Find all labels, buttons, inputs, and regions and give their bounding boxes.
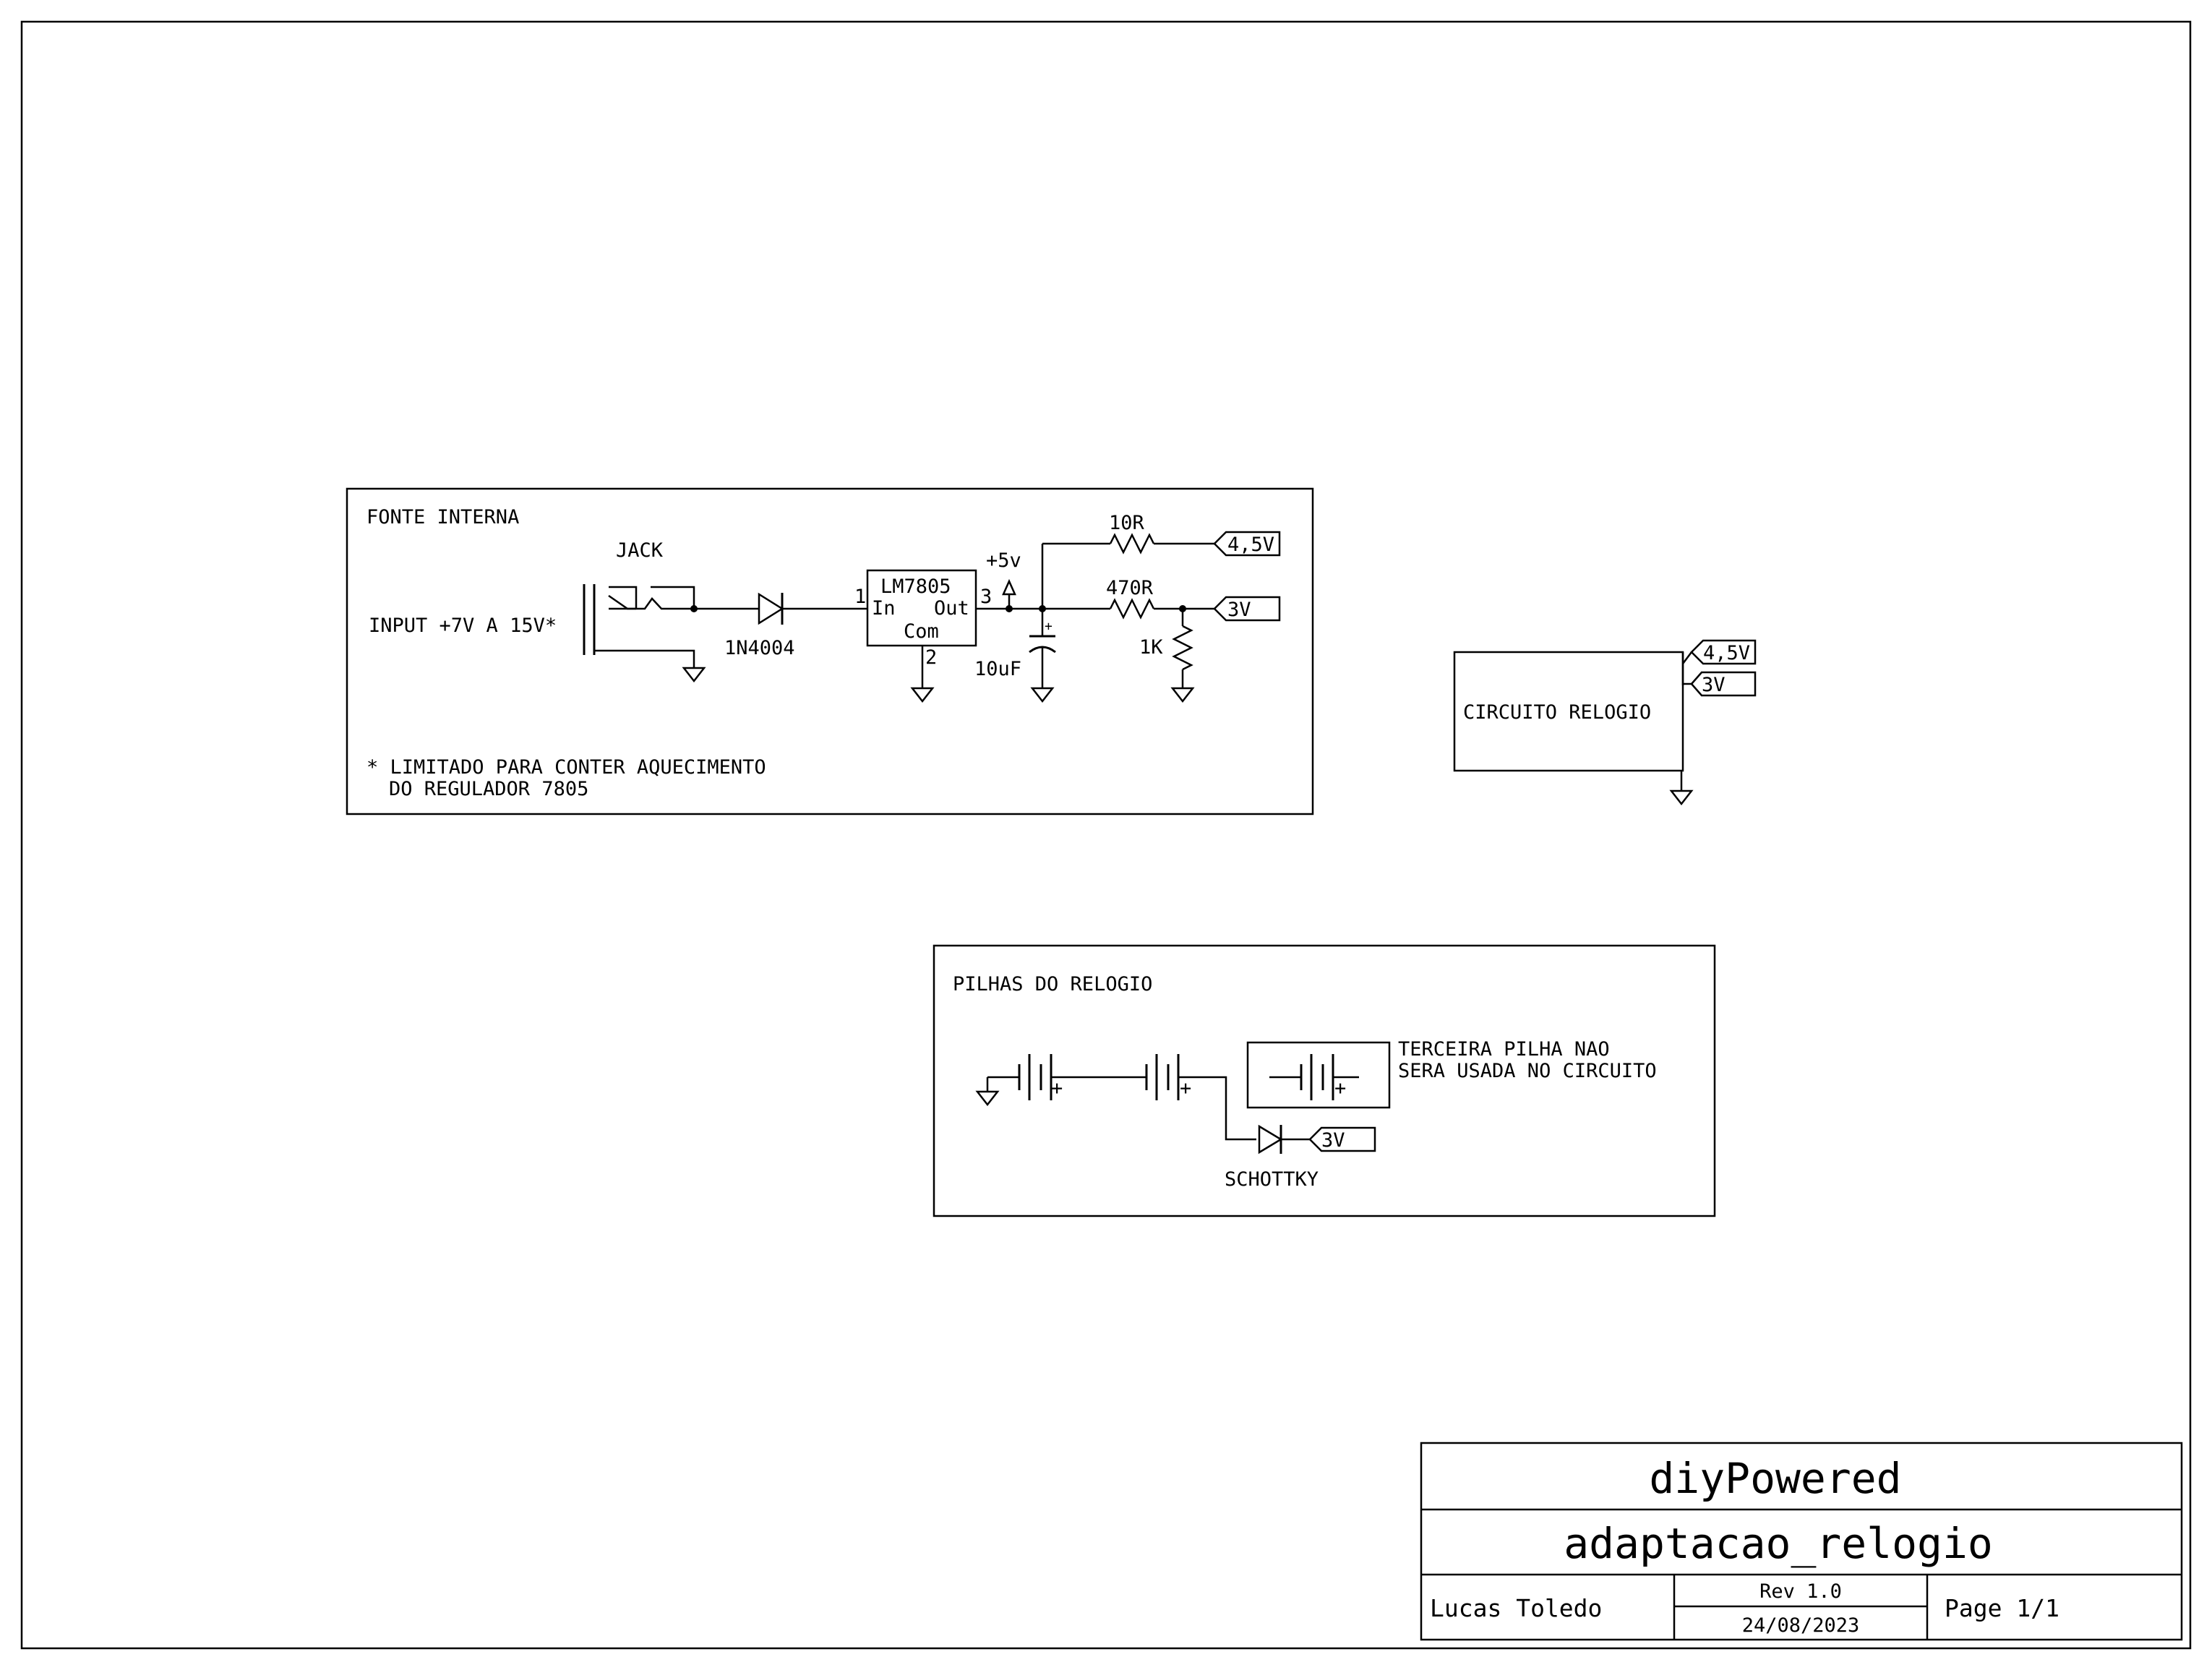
pilhas-title: PILHAS DO RELOGIO	[953, 973, 1152, 995]
capacitor-polarity: +	[1045, 619, 1053, 634]
regulator-name: LM7805	[880, 575, 951, 598]
sheet-border	[20, 20, 2192, 1650]
battery-2-plus: +	[1180, 1077, 1191, 1100]
net-label-4v5: 4,5V	[1690, 639, 1757, 665]
ground-icon	[682, 667, 706, 683]
circuito-relogio-box	[1453, 651, 1684, 772]
battery-2-symbol	[1145, 1054, 1180, 1100]
regulator-pin-out: Out	[934, 597, 969, 620]
battery-1-symbol	[1018, 1054, 1053, 1100]
schottky-label: SCHOTTKY	[1225, 1168, 1319, 1191]
title-block-frame	[1420, 1442, 2183, 1641]
jack-label: JACK	[616, 539, 664, 562]
resistor-1k-label: 1K	[1139, 636, 1163, 659]
battery-3-symbol	[1300, 1054, 1334, 1100]
section-circuito-relogio: CIRCUITO RELOGIO 4,5V 3V	[1453, 639, 1757, 806]
resistor-10r-label: 10R	[1109, 512, 1145, 534]
net-label-3v: 3V	[1213, 596, 1281, 622]
section-fonte-interna: FONTE INTERNA INPUT +7V A 15V* JACK 1N40…	[346, 487, 1314, 815]
regulator-pin-in: In	[872, 597, 896, 620]
diode-symbol	[758, 592, 784, 625]
net-label-3v: 3V	[1308, 1126, 1376, 1152]
regulator-pin-3: 3	[980, 586, 992, 608]
svg-text:4,5V: 4,5V	[1703, 642, 1750, 664]
regulator-pin-2: 2	[925, 646, 937, 669]
resistor-1k-symbol	[1172, 625, 1193, 671]
capacitor-symbol	[1029, 635, 1056, 654]
svg-text:4,5V: 4,5V	[1227, 534, 1274, 556]
svg-text:3V: 3V	[1227, 599, 1251, 621]
pilhas-note-line1: TERCEIRA PILHA NAO	[1398, 1038, 1610, 1061]
ground-icon	[975, 1090, 1000, 1107]
fonte-interna-title: FONTE INTERNA	[366, 506, 519, 528]
page-number: Page 1/1	[1945, 1594, 2059, 1622]
third-battery-box	[1246, 1041, 1391, 1109]
author-name: Lucas Toledo	[1430, 1594, 1602, 1622]
diode-label: 1N4004	[724, 637, 795, 659]
title-block: diyPowered adaptacao_relogio Lucas Toled…	[1420, 1442, 2183, 1641]
resistor-470r-label: 470R	[1106, 577, 1154, 599]
input-voltage-label: INPUT +7V A 15V*	[369, 615, 557, 637]
ground-icon	[1669, 789, 1694, 806]
capacitor-label: 10uF	[974, 658, 1021, 680]
company-name: diyPowered	[1649, 1454, 1901, 1503]
net-label-4v5: 4,5V	[1213, 531, 1281, 557]
fonte-note-line2: DO REGULADOR 7805	[389, 778, 588, 800]
section-pilhas-relogio: PILHAS DO RELOGIO + +	[933, 944, 1716, 1217]
fonte-note-line1: * LIMITADO PARA CONTER AQUECIMENTO	[366, 756, 766, 779]
ground-icon	[1030, 687, 1055, 703]
schottky-diode-symbol	[1258, 1124, 1283, 1155]
vcc-label: +5v	[986, 549, 1021, 572]
ground-icon	[910, 687, 935, 703]
circuito-relogio-label: CIRCUITO RELOGIO	[1463, 701, 1651, 724]
project-name: adaptacao_relogio	[1564, 1519, 1993, 1568]
net-label-3v: 3V	[1690, 671, 1757, 697]
jack-symbol	[583, 584, 695, 668]
pilhas-frame	[933, 944, 1716, 1217]
date: 24/08/2023	[1742, 1614, 1860, 1637]
battery-1-plus: +	[1051, 1077, 1063, 1100]
resistor-10r-symbol	[1109, 533, 1155, 554]
revision: Rev 1.0	[1759, 1580, 1842, 1603]
svg-text:3V: 3V	[1321, 1129, 1345, 1152]
resistor-470r-symbol	[1109, 598, 1155, 620]
svg-text:3V: 3V	[1702, 674, 1726, 696]
regulator-pin-1: 1	[854, 586, 866, 608]
fonte-interna-frame	[346, 487, 1314, 815]
battery-3-plus: +	[1334, 1077, 1346, 1100]
pilhas-note-line2: SERA USADA NO CIRCUITO	[1398, 1060, 1657, 1082]
regulator-pin-com: Com	[904, 620, 939, 643]
vcc-arrow-icon	[1002, 578, 1016, 596]
ground-icon	[1170, 687, 1195, 703]
